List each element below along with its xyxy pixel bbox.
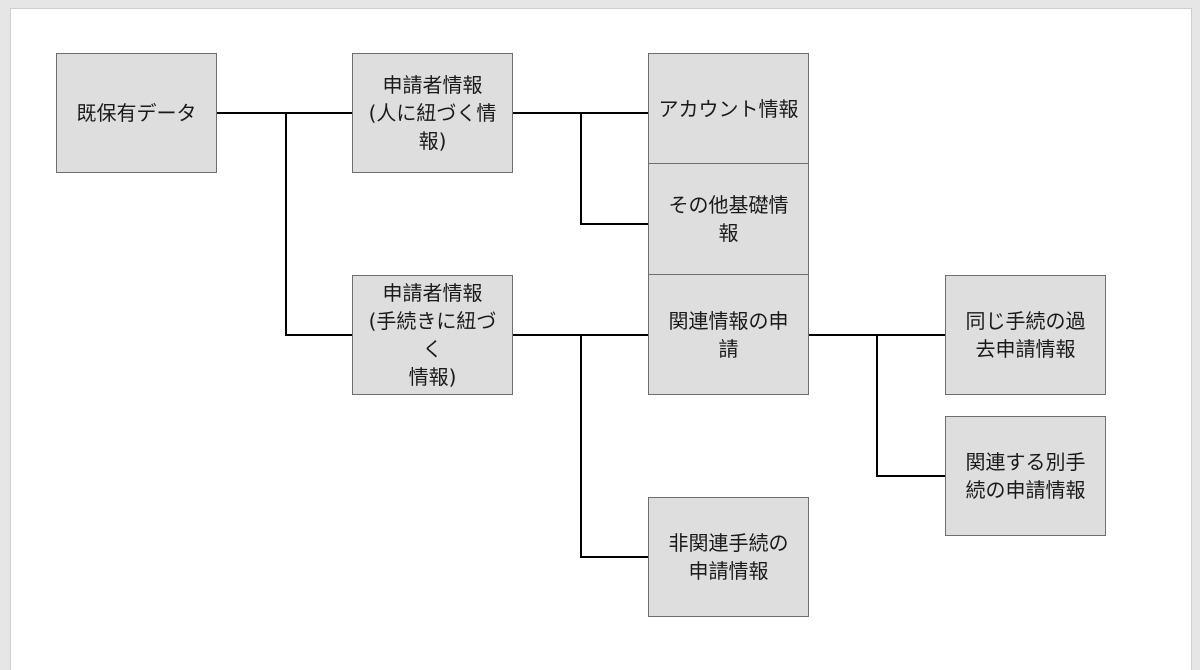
node-unrelated-procedure: 非関連手続の 申請情報 [648,497,809,617]
node-other-basic-info: その他基礎情 報 [648,163,809,275]
node-account-info: アカウント情報 [648,53,809,164]
node-applicant-info-procedure: 申請者情報 (手続きに紐づく 情報) [352,275,513,395]
node-related-other-procedure: 関連する別手 続の申請情報 [945,416,1106,536]
node-same-procedure-past: 同じ手続の過 去申請情報 [945,275,1106,395]
node-applicant-info-person: 申請者情報 (人に紐づく情 報) [352,53,513,173]
node-existing-data: 既保有データ [56,53,217,173]
node-related-application: 関連情報の申 請 [648,274,809,395]
